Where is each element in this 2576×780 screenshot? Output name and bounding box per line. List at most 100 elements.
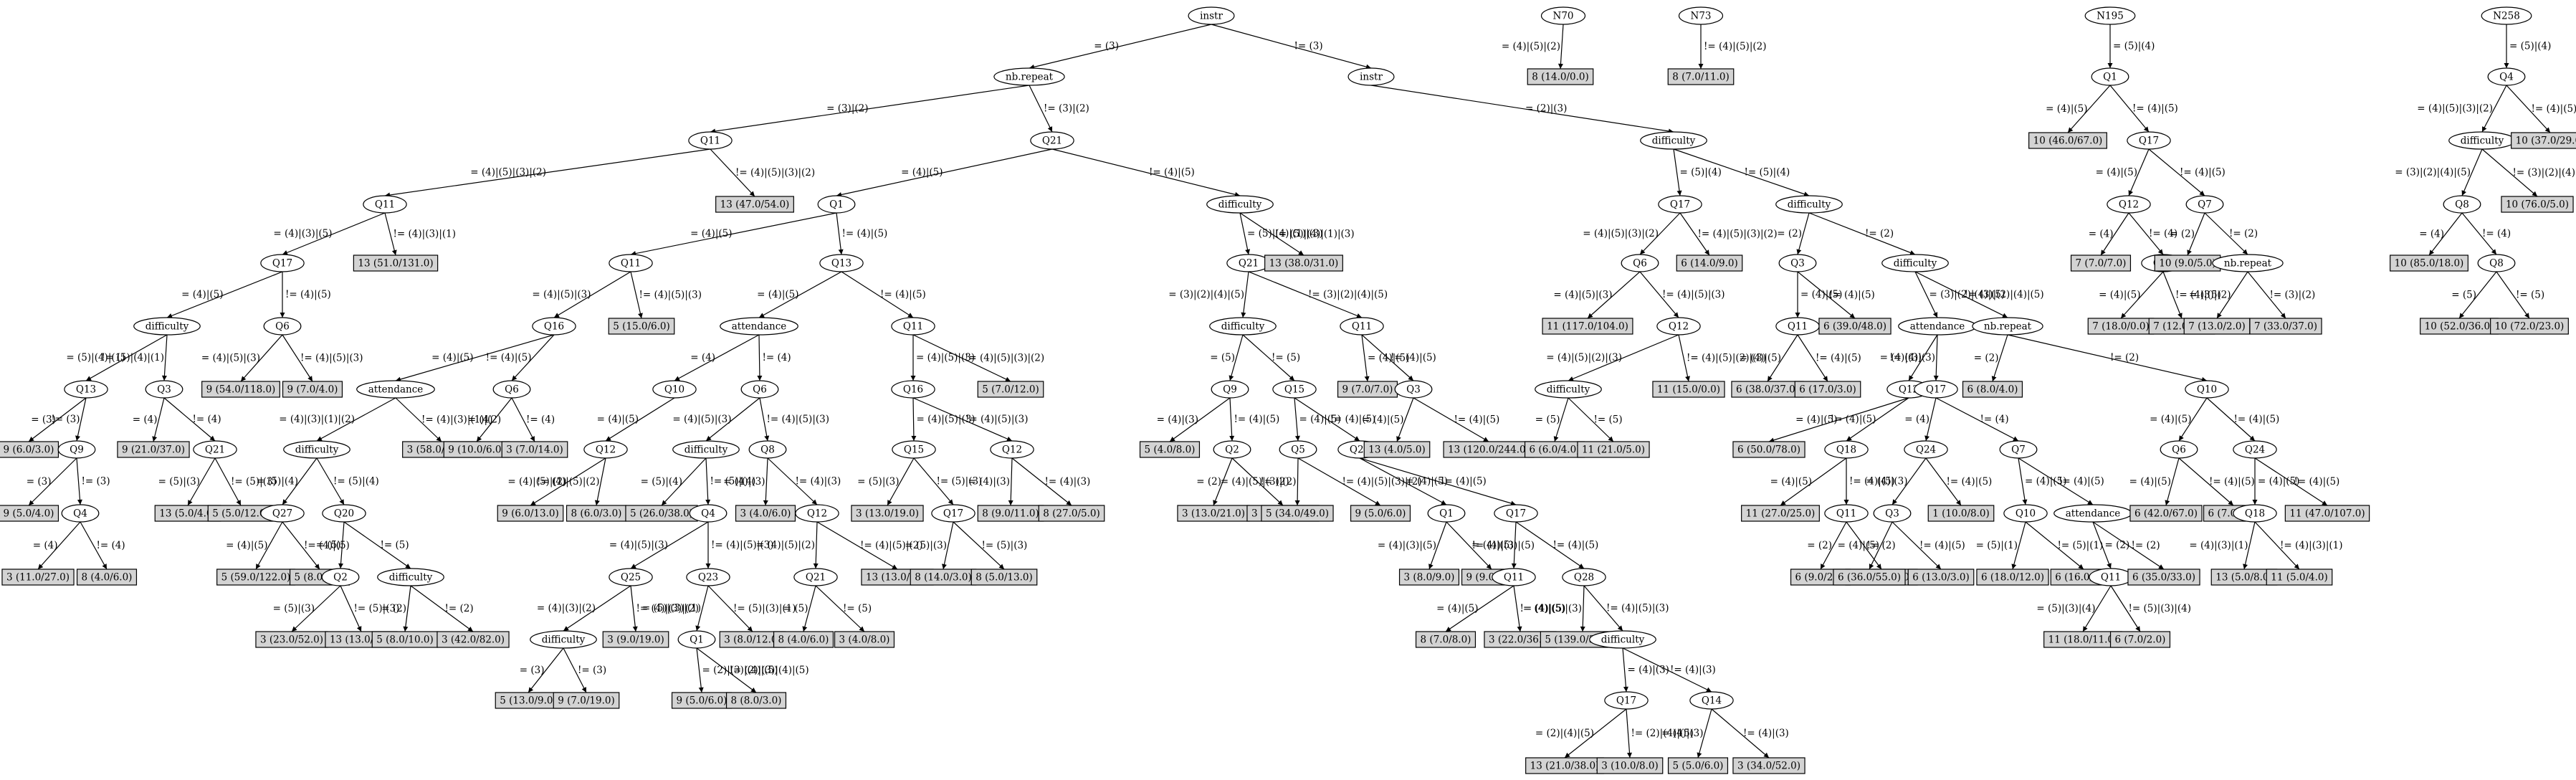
leaf-box (1261, 505, 1334, 522)
edge-arrowhead (188, 500, 193, 505)
node-label: Q1 (1439, 508, 1454, 520)
edge-line (2206, 397, 2256, 442)
edge-arrowhead (2459, 313, 2465, 318)
edge-label: = (4)|(3) (1661, 728, 1703, 739)
edge-line (2204, 212, 2248, 255)
edge-label: = (4)|(5)|(2) (507, 476, 566, 488)
leaf-node: 3 (13.0/21.0) (1177, 505, 1250, 522)
edge-line (1679, 212, 1710, 256)
node-ellipse (1540, 6, 1586, 25)
leaf-label: 8 (6.0/3.0) (571, 508, 622, 520)
edge-line (1370, 85, 1674, 133)
leaf-node: 5 (59.0/122.0) (216, 569, 295, 586)
leaf-box (602, 631, 669, 648)
node-ellipse (1562, 568, 1606, 586)
leaf-box (1139, 441, 1201, 458)
edge-line (1239, 212, 1304, 256)
split-node-q11: Q11 (363, 195, 407, 214)
edge-arrowhead (638, 313, 643, 318)
node-label: Q13 (76, 384, 96, 396)
node-label: Q11 (1352, 321, 1372, 333)
edge-arrowhead (2158, 564, 2164, 569)
edge-label: != (4)|(3)|(1) (393, 229, 457, 240)
edge-label: != (4)|(5) (1947, 476, 1993, 488)
edge-arrowhead (749, 191, 755, 196)
edge-arrowhead (1578, 563, 1584, 569)
split-node-q12: Q12 (1656, 317, 1701, 336)
leaf-label: 10 (46.0/67.0) (2033, 135, 2103, 147)
edge-arrowhead (241, 376, 247, 381)
edge-line (240, 334, 283, 382)
split-node-q23: Q23 (686, 568, 730, 586)
node-ellipse (892, 440, 936, 459)
edge-line (1992, 334, 2008, 382)
leaf-label: 5 (15.0/6.0) (613, 321, 670, 333)
leaf-node: 9 (5.0/6.0) (1350, 505, 1411, 522)
edges-layer: = (3)!= (3)= (3)|(2)!= (3)|(2)= (2)|(3)=… (27, 24, 2576, 758)
leaf-label: 5 (34.0/49.0) (1266, 508, 1329, 520)
split-node-q12: Q12 (795, 504, 839, 523)
leaf-node: 8 (14.0/3.0) (910, 569, 977, 586)
edge-label: != (4)|(5)|(3) (965, 414, 1029, 425)
split-node-q4: Q4 (2487, 67, 2526, 86)
split-node-q17: Q17 (1914, 380, 1958, 399)
edge-arrowhead (2429, 249, 2435, 255)
node-ellipse (2443, 195, 2481, 214)
edge-arrowhead (1213, 500, 1218, 505)
edge-arrowhead (2294, 563, 2299, 569)
edge-label: = (4) (133, 414, 158, 426)
split-node-q21: Q21 (793, 568, 838, 586)
split-node-q25: Q25 (609, 568, 653, 586)
edge-label: = (4)|(5)|(2)|(3) (1546, 352, 1622, 363)
edge-line (340, 521, 345, 569)
edge-line (836, 212, 842, 255)
edge-line (1797, 334, 1828, 382)
node-ellipse (1972, 317, 2043, 336)
edge-label: = (4)|(3)|(5) (1378, 540, 1436, 551)
edge-arrowhead (1795, 313, 1800, 318)
edge-arrowhead (403, 626, 409, 632)
edge-label: = (5)|(3)|(4) (2036, 603, 2095, 614)
edge-arrowhead (1005, 376, 1011, 382)
split-node-q24: Q24 (2233, 440, 2277, 459)
leaf-label: 3 (4.0/8.0) (839, 634, 890, 646)
leaf-label: 5 (4.0/8.0) (1145, 444, 1196, 456)
node-ellipse (2477, 254, 2516, 272)
leaf-label: 11 (21.0/5.0) (1582, 444, 1645, 456)
edge-label: = (5)|(4) (2509, 41, 2551, 52)
leaf-node: 6 (18.0/12.0) (1976, 569, 2049, 586)
leaf-label: 11 (47.0/107.0) (2289, 508, 2365, 520)
edge-line (316, 457, 345, 505)
leaf-label: 13 (21.0/38.0) (1530, 761, 1600, 772)
edge-label: = (5)|(4)|(1)|(3) (1247, 228, 1323, 239)
split-node-q18: Q18 (2233, 504, 2277, 523)
leaf-box (117, 441, 190, 458)
edge-arrowhead (530, 436, 535, 442)
edge-line (2461, 212, 2497, 255)
split-node-q4: Q4 (689, 504, 728, 523)
leaf-box (1976, 569, 2049, 586)
edge-line (1029, 24, 1212, 69)
leaf-label: 9 (5.0/6.0) (677, 695, 728, 707)
node-ellipse (1824, 504, 1869, 523)
edge-arrowhead (2228, 500, 2233, 505)
node-ellipse (64, 380, 108, 399)
edge-arrowhead (209, 435, 215, 441)
split-node-nb-repeat: nb.repeat (993, 67, 1065, 86)
edge-label: = (4)|(3) (723, 476, 765, 488)
edge-arrowhead (1229, 435, 1235, 441)
leaf-node: 13 (47.0/54.0) (715, 196, 794, 213)
edge-arrowhead (2322, 500, 2327, 505)
edge-label: = (4)|(5)|(3) (532, 289, 591, 300)
edge-line (1554, 397, 1569, 442)
node-ellipse (1678, 6, 1724, 25)
leaf-node: 10 (85.0/18.0) (2390, 255, 2468, 272)
node-label: Q3 (1406, 384, 1421, 396)
node-ellipse (1494, 504, 1538, 523)
node-label: Q7 (2011, 444, 2026, 456)
edge-label: != (4)|(5)|(3)|(2) (2532, 103, 2576, 115)
leaf-node: 3 (9.0/19.0) (602, 631, 669, 648)
leaf-label: 8 (8.0/3.0) (731, 695, 782, 707)
edge-label: != (4)|(5) (880, 289, 926, 300)
